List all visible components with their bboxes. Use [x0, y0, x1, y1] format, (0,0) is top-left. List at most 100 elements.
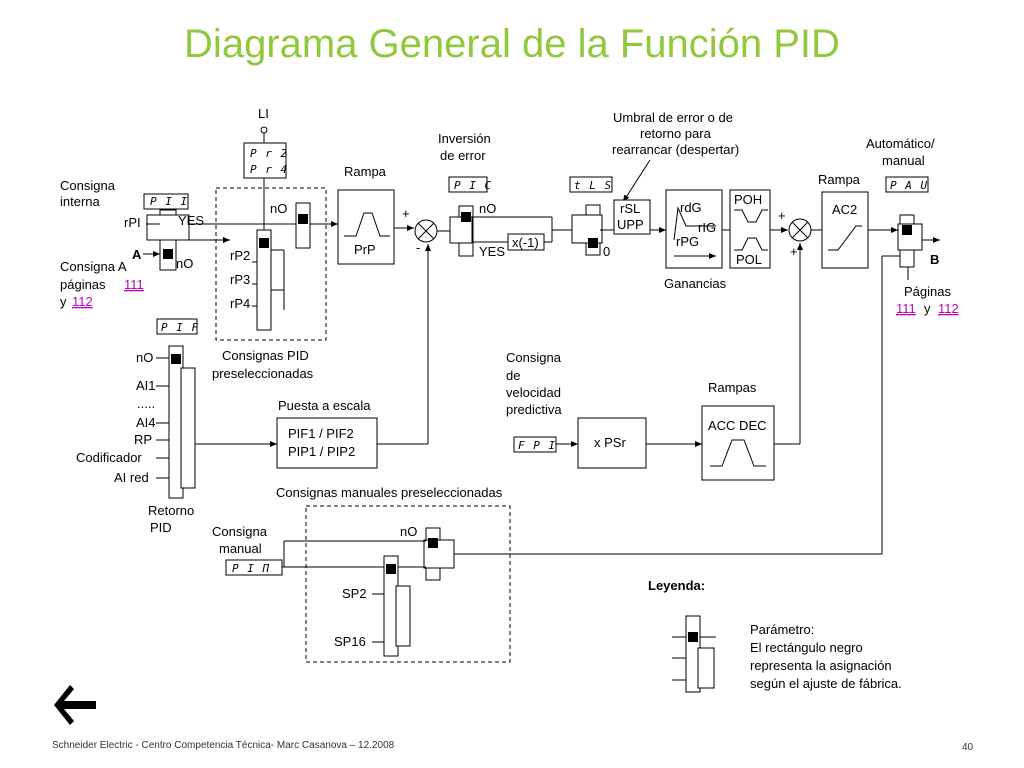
no-label-2: nO [270, 201, 287, 216]
param-pii-text: P I I [150, 195, 188, 208]
pip1-label: PIP1 / PIP2 [288, 444, 355, 459]
puesta-escala-block [276, 417, 378, 469]
param-fpi-text: F P I [518, 439, 556, 452]
param-desc-2: El rectángulo negro [750, 640, 863, 655]
li-label: LI [258, 106, 269, 121]
limites-block [729, 189, 771, 269]
retorno-label: Retorno [148, 503, 194, 518]
codificador-label: Codificador [76, 450, 142, 465]
sp16-label: SP16 [334, 634, 366, 649]
point-a-label: A [132, 247, 142, 262]
pif1-label: PIF1 / PIF2 [288, 426, 354, 441]
consignas-manuales-group [305, 505, 511, 663]
param-desc-3: representa la asignación [750, 658, 892, 673]
param-pic-text: P I C [454, 179, 492, 192]
switch-a-selected [163, 249, 173, 259]
consigna-manual-label: Consigna [212, 524, 268, 539]
automatico-label: Automático/ [866, 136, 935, 151]
switch-rp [256, 229, 272, 331]
param-pr2: P r 2 [250, 147, 288, 160]
param-desc-4: según el ajuste de fábrica. [750, 676, 902, 691]
back-arrow-icon[interactable] [50, 683, 98, 727]
rdg-label: rdG [680, 200, 702, 215]
param-tls-text: t L S [574, 179, 612, 192]
rsl-label: rSL [620, 201, 640, 216]
switch-no-pid [295, 202, 311, 249]
consigna-a-paginas: páginas [60, 277, 106, 292]
leyenda-label: Leyenda: [648, 578, 705, 593]
upp-label: UPP [617, 217, 644, 232]
param-pic[interactable] [448, 176, 488, 193]
plus-3: + [790, 244, 798, 259]
param-pr4: P r 4 [250, 163, 288, 176]
consignas-manuales-label: Consignas manuales preseleccionadas [276, 485, 503, 500]
zero-label: 0 [603, 244, 610, 259]
no-label-1: nO [176, 256, 193, 271]
paginas-b-y: y [924, 301, 931, 316]
consignas-pid-label2: preseleccionadas [212, 366, 314, 381]
rsl-upp-block [613, 199, 651, 235]
retorno-label2: PID [150, 520, 172, 535]
consigna-a-label: Consigna A [60, 259, 127, 274]
paginas-b-label: Páginas [904, 284, 951, 299]
param-tls[interactable] [569, 176, 613, 193]
acc-dec-label: ACC DEC [708, 418, 767, 433]
umbral-label3: rearrancar (despertar) [612, 142, 739, 157]
rpi-label: rPI [124, 215, 141, 230]
page-title: Diagrama General de la Función PID [184, 22, 840, 66]
rampa-prp-block [337, 189, 395, 265]
plus-2: + [778, 208, 786, 223]
inversion-label: Inversión [438, 131, 491, 146]
xpsr-block [577, 417, 647, 469]
link-page-111-b[interactable]: 111 [896, 301, 916, 316]
rp2-label: rP2 [230, 248, 250, 263]
yes-label-2: YES [479, 244, 505, 259]
yes-label-1: YES [178, 213, 204, 228]
consignas-pid-group [215, 187, 327, 341]
dots-label: ..... [137, 396, 155, 411]
consigna-interna-label2: interna [60, 194, 101, 209]
sp2-label: SP2 [342, 586, 367, 601]
rampa-2-label: Rampa [818, 172, 861, 187]
pol-label: POL [736, 252, 762, 267]
automatico-label2: manual [882, 153, 925, 168]
xpsr-label: x PSr [594, 435, 626, 450]
param-pii[interactable] [143, 193, 189, 210]
ai4-label: AI4 [136, 415, 156, 430]
ai-red-label: AI red [114, 470, 149, 485]
rp3-label: rP3 [230, 272, 250, 287]
rpg-label: rPG [676, 234, 699, 249]
poh-label: POH [734, 192, 762, 207]
link-page-111-a[interactable]: 111 [124, 277, 144, 292]
umbral-label: Umbral de error o de [613, 110, 733, 125]
x-minus1-label: x(-1) [512, 235, 539, 250]
consigna-interna-label: Consigna [60, 178, 116, 193]
rp-label: RP [134, 432, 152, 447]
link-page-112-b[interactable]: 112 [938, 301, 959, 316]
switch-a-frame [146, 214, 190, 241]
param-pr2-pr4[interactable] [243, 142, 287, 179]
no-label-4: nO [136, 350, 153, 365]
footer-text: Schneider Electric - Centro Competencia … [52, 740, 395, 751]
link-page-112-a[interactable]: 112 [72, 294, 93, 309]
ai1-label: AI1 [136, 378, 156, 393]
ac2-label: AC2 [832, 202, 857, 217]
param-pim-text: P I П [232, 562, 270, 575]
rig-label: rIG [698, 220, 716, 235]
umbral-label2: retorno para [640, 126, 712, 141]
puesta-escala-label: Puesta a escala [278, 398, 371, 413]
page-number: 40 [962, 742, 974, 753]
param-pif-text: P I F [161, 321, 199, 334]
param-pau[interactable] [885, 176, 929, 193]
consigna-vel-label3: velocidad [506, 385, 561, 400]
consigna-vel-label2: de [506, 368, 520, 383]
param-pau-text: P A U [890, 179, 928, 192]
rampa-ac2-block [821, 191, 869, 269]
inversion-label2: de error [440, 148, 486, 163]
param-pif[interactable] [156, 318, 198, 335]
consigna-vel-label4: predictiva [506, 402, 562, 417]
prp-label: PrP [354, 242, 376, 257]
no-label-5: nO [400, 524, 417, 539]
rp4-label: rP4 [230, 296, 250, 311]
